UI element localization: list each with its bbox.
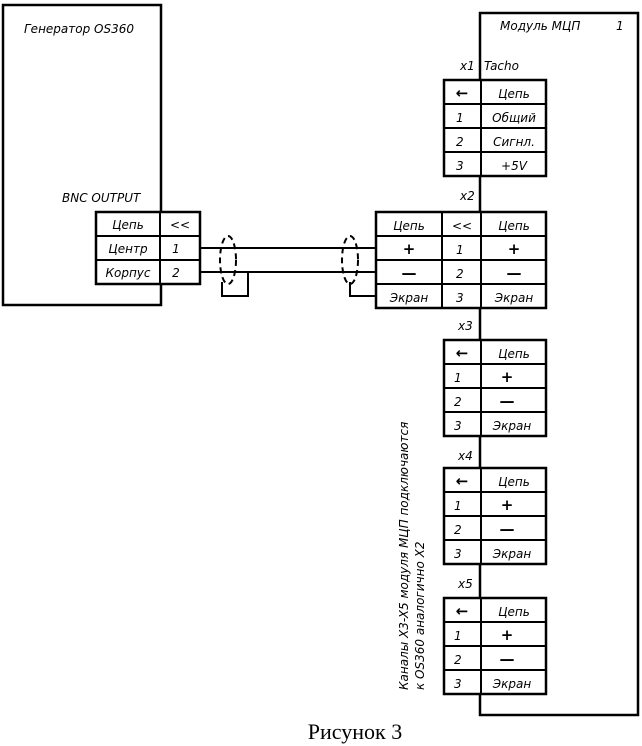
x2-plus-left: + bbox=[403, 240, 416, 258]
x2-minus-left: — bbox=[402, 264, 417, 282]
note-line-2: к OS360 аналогично X2 bbox=[413, 542, 427, 690]
x4-minus: — bbox=[500, 520, 515, 538]
generator-row-center-pin: 1 bbox=[172, 242, 180, 256]
shield-ground-left bbox=[221, 272, 249, 297]
x3-minus: — bbox=[500, 392, 515, 410]
generator-connector-table: Цепь << Центр 1 Корпус 2 bbox=[94, 210, 202, 286]
generator-row-body-pin: 2 bbox=[172, 266, 180, 280]
x5-arrow-icon: ← bbox=[456, 602, 469, 620]
x2-row-header-pin: << bbox=[452, 219, 472, 233]
x3-pin-3: 3 bbox=[454, 419, 462, 433]
connector-x5: x5 ← Цепь 1 + 2 — 3 Экран bbox=[442, 577, 548, 696]
x2-minus-right: — bbox=[507, 264, 522, 282]
x2-row-header-right: Цепь bbox=[498, 219, 530, 233]
x4-label: x4 bbox=[457, 449, 473, 463]
x4-pin-3: 3 bbox=[454, 547, 462, 561]
x4-pin-2: 2 bbox=[454, 523, 462, 537]
shield-symbol-left bbox=[219, 235, 237, 285]
generator-row-header-pin: << bbox=[170, 218, 190, 232]
x5-pin-3: 3 bbox=[454, 677, 462, 691]
module-title: Модуль МЦП bbox=[500, 19, 580, 33]
x3-label: x3 bbox=[457, 319, 473, 333]
x3-pin-2: 2 bbox=[454, 395, 462, 409]
x2-pin-1: 1 bbox=[456, 243, 464, 257]
x2-plus-right: + bbox=[508, 240, 521, 258]
x1-pin-1: 1 bbox=[456, 111, 464, 125]
module-number: 1 bbox=[616, 19, 624, 33]
shield-symbol-right bbox=[341, 235, 359, 285]
x5-minus: — bbox=[500, 650, 515, 668]
note-line-1: Каналы X3-X5 модуля МЦП подключаются bbox=[397, 422, 411, 690]
x5-shield: Экран bbox=[492, 677, 532, 691]
connector-x4: x4 ← Цепь 1 + 2 — 3 Экран bbox=[442, 449, 548, 566]
x4-shield: Экран bbox=[492, 547, 532, 561]
bnc-output-label: BNC OUTPUT bbox=[62, 191, 142, 205]
x2-pin-2: 2 bbox=[456, 267, 464, 281]
x1-sublabel: Tacho bbox=[484, 59, 519, 73]
generator-row-header-name: Цепь bbox=[112, 218, 144, 232]
x2-shield-right: Экран bbox=[494, 291, 534, 305]
x5-pin-2: 2 bbox=[454, 653, 462, 667]
x5-plus: + bbox=[501, 626, 514, 644]
x2-label: x2 bbox=[459, 189, 475, 203]
x5-pin-1: 1 bbox=[454, 629, 462, 643]
x3-arrow-icon: ← bbox=[456, 344, 469, 362]
shield-ground-right bbox=[349, 282, 376, 297]
x4-row-header: Цепь bbox=[498, 475, 530, 489]
x5-row-header: Цепь bbox=[498, 605, 530, 619]
x4-arrow-icon: ← bbox=[456, 472, 469, 490]
x3-row-header: Цепь bbox=[498, 347, 530, 361]
x5-label: x5 bbox=[457, 577, 473, 591]
x3-pin-1: 1 bbox=[454, 371, 462, 385]
connector-x1: x1 Tacho ← Цепь 1 Общий 2 Сигнл. 3 +5V bbox=[442, 59, 548, 178]
x2-shield-left: Экран bbox=[389, 291, 429, 305]
generator-title: Генератор OS360 bbox=[24, 22, 134, 36]
x1-name-2: Сигнл. bbox=[493, 135, 535, 149]
x3-plus: + bbox=[501, 368, 514, 386]
connector-x3: x3 ← Цепь 1 + 2 — 3 Экран bbox=[442, 319, 548, 438]
x4-plus: + bbox=[501, 496, 514, 514]
generator-row-body-name: Корпус bbox=[105, 266, 150, 280]
x3-shield: Экран bbox=[492, 419, 532, 433]
x1-name-3: +5V bbox=[501, 159, 528, 173]
x1-row-header: Цепь bbox=[498, 87, 530, 101]
generator-block: Генератор OS360 BNC OUTPUT bbox=[1, 3, 163, 307]
x1-name-1: Общий bbox=[492, 111, 536, 125]
coax-cable bbox=[200, 235, 376, 297]
x2-row-header-left: Цепь bbox=[393, 219, 425, 233]
x1-pin-2: 2 bbox=[456, 135, 464, 149]
x1-pin-3: 3 bbox=[456, 159, 464, 173]
x4-pin-1: 1 bbox=[454, 499, 462, 513]
note-channels: Каналы X3-X5 модуля МЦП подключаются к O… bbox=[397, 422, 427, 690]
figure-caption: Рисунок 3 bbox=[308, 719, 402, 744]
x1-arrow-icon: ← bbox=[456, 84, 469, 102]
x2-pin-3: 3 bbox=[456, 291, 464, 305]
x1-label: x1 bbox=[459, 59, 475, 73]
generator-row-center-name: Центр bbox=[108, 242, 148, 256]
connector-x2: x2 Цепь << Цепь + 1 + — 2 — Экран 3 Экра… bbox=[374, 189, 548, 310]
